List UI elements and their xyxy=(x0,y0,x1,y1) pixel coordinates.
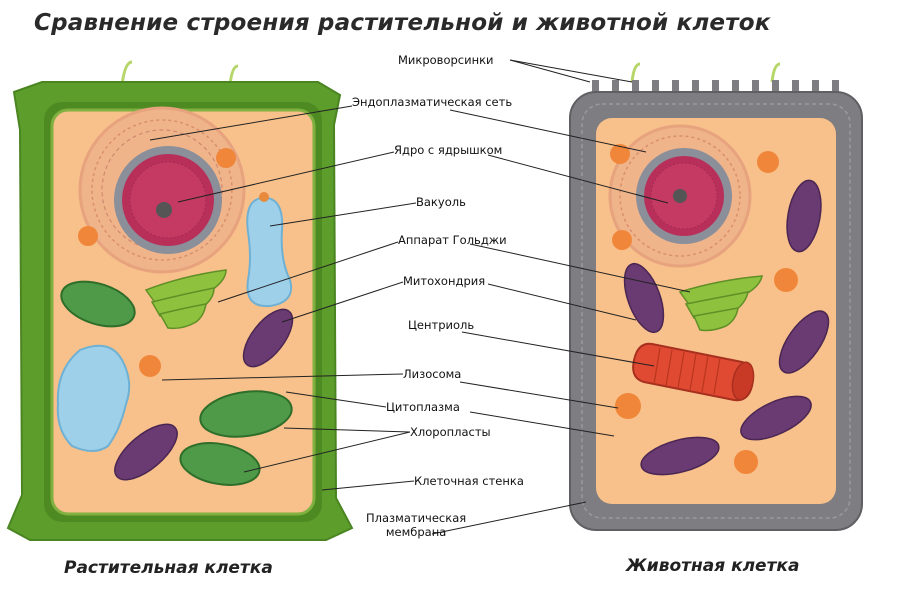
plant-chloroplast-1 xyxy=(60,280,136,328)
plant-chloroplasts xyxy=(60,280,293,486)
label-chloroplasts: Хлоропласты xyxy=(410,425,491,439)
caption-animal-cell: Животная клетка xyxy=(626,556,800,576)
caption-plant-cell: Растительная клетка xyxy=(64,558,273,578)
page-title: Сравнение строения растительной и животн… xyxy=(34,10,771,36)
animal-mitochondrion-2 xyxy=(623,262,665,334)
animal-nucleolus xyxy=(673,189,687,203)
label-membrane-line1: Плазматическая xyxy=(366,511,467,525)
animal-mitochondrion-3 xyxy=(778,310,830,374)
leader-lines xyxy=(149,59,691,535)
animal-centriole xyxy=(632,342,755,402)
label-membrane-line2: мембрана xyxy=(385,525,447,539)
animal-lysosomes xyxy=(610,144,798,474)
plant-lysosomes xyxy=(78,148,269,377)
label-cytoplasm: Цитоплазма xyxy=(386,400,460,414)
plant-cell xyxy=(6,60,354,541)
plant-nucleolus xyxy=(156,202,172,218)
plant-mitochondrion-1 xyxy=(242,308,294,368)
animal-mitochondrion-4 xyxy=(740,395,812,441)
label-lysosome: Лизосома xyxy=(403,367,462,381)
plant-golgi xyxy=(144,269,227,330)
label-cell-wall: Клеточная стенка xyxy=(414,474,524,488)
label-vacuole: Вакуоль xyxy=(416,195,466,209)
label-microvilli: Микроворсинки xyxy=(398,53,494,67)
label-er: Эндоплазматическая сеть xyxy=(352,95,513,109)
plant-chloroplast-2 xyxy=(199,390,293,438)
animal-microvilli xyxy=(592,80,839,98)
animal-golgi xyxy=(678,275,763,332)
animal-mitochondrion-5 xyxy=(640,436,720,476)
animal-mitochondria xyxy=(623,179,830,476)
animal-mitochondrion-1 xyxy=(786,179,822,253)
plant-vacuole-small xyxy=(246,196,292,308)
label-nucleus: Ядро с ядрышком xyxy=(394,143,503,157)
label-centriole: Центриоль xyxy=(408,318,475,332)
label-mitochondria: Митохондрия xyxy=(403,274,486,288)
label-golgi: Аппарат Гольджи xyxy=(398,233,507,247)
plant-chloroplast-3 xyxy=(179,442,261,486)
label-membrane: Плазматическая мембрана xyxy=(366,511,466,539)
plant-vacuole-large xyxy=(56,344,131,452)
plant-mitochondria xyxy=(114,308,294,481)
plant-mitochondrion-2 xyxy=(114,423,178,481)
animal-cell xyxy=(569,62,863,531)
